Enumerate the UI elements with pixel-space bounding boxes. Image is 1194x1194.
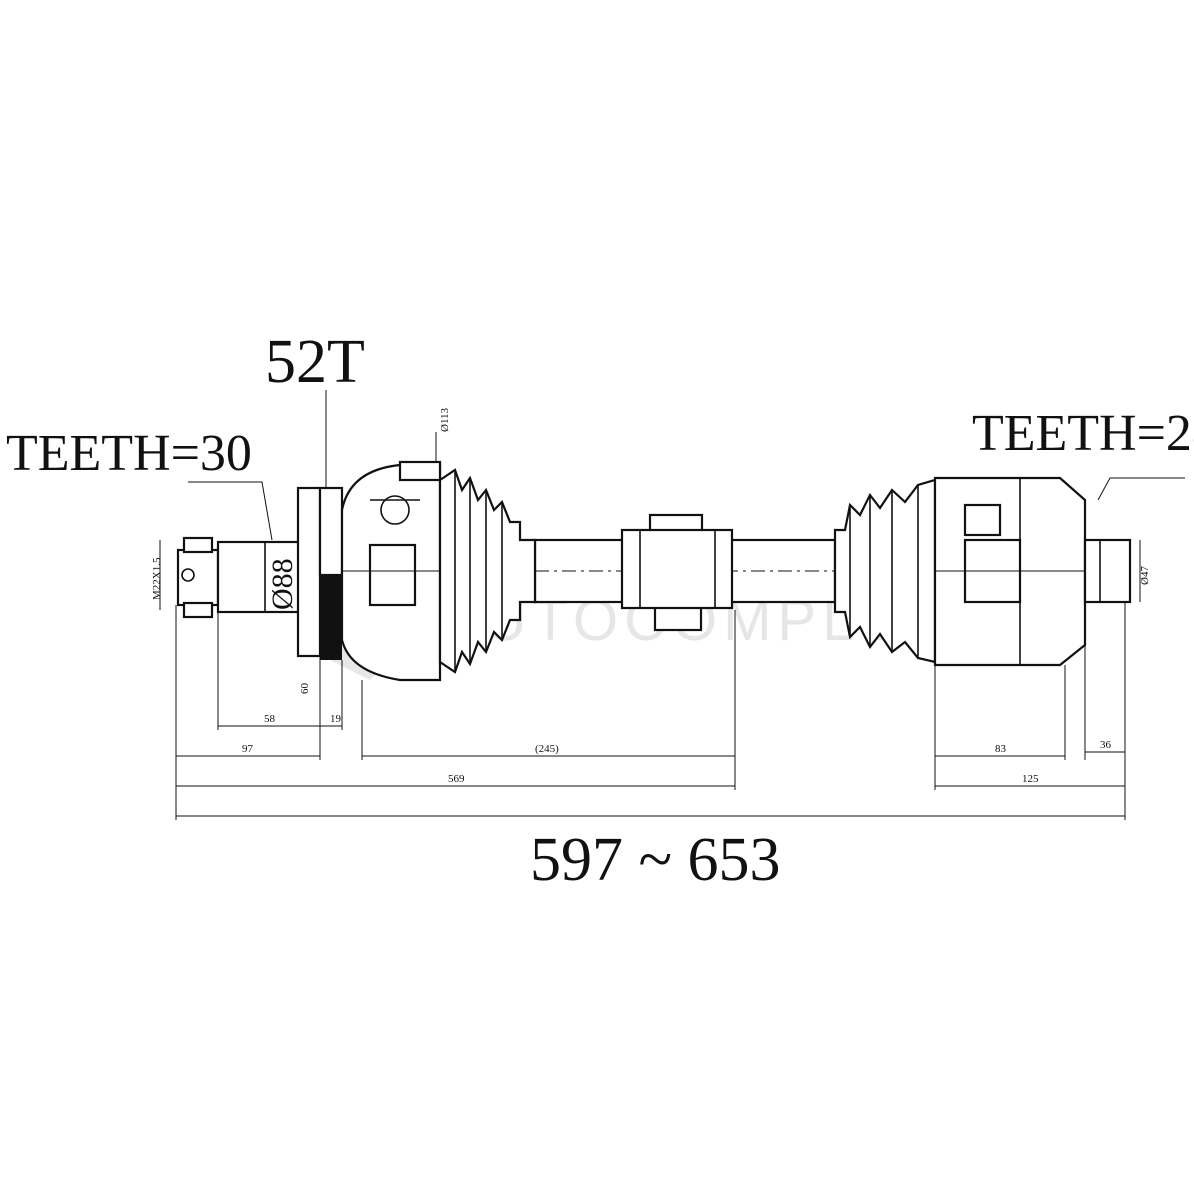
- leader-lines: [159, 390, 1185, 610]
- dim-97-text: 97: [242, 743, 254, 755]
- outer-boot: [438, 468, 537, 674]
- damper: [620, 513, 734, 632]
- abs-ring: [296, 486, 344, 660]
- spline-count-label: 52T: [265, 328, 365, 396]
- dim-58-text: 58: [264, 713, 276, 725]
- dimension-58: 58: [218, 713, 320, 727]
- dimension-97: 97: [176, 743, 320, 757]
- dimension-125: 125: [935, 773, 1125, 787]
- dimension-36: 36: [1085, 739, 1125, 753]
- dim-36-text: 36: [1100, 739, 1112, 751]
- thread-label: M22X1.5: [151, 557, 163, 600]
- dim-125-text: 125: [1022, 773, 1039, 785]
- extension-lines: [175, 602, 1126, 820]
- teeth-left-label: TEETH=30: [6, 425, 252, 482]
- dim-83-text: 83: [995, 743, 1007, 755]
- teeth-right-label: TEETH=28: [972, 405, 1194, 462]
- dim-245-text: (245): [535, 743, 559, 755]
- dimension-19: 19: [320, 713, 342, 727]
- dimension-60: 60: [299, 670, 321, 700]
- outer-cv-joint: [340, 460, 442, 682]
- dimension-245: (245): [362, 743, 735, 757]
- diameter-boot-label: Ø113: [439, 407, 451, 432]
- dim-19-text: 19: [330, 713, 342, 725]
- inner-cv-joint: [933, 476, 1132, 667]
- total-length-label: 597 ~ 653: [530, 826, 781, 894]
- inner-boot: [833, 478, 937, 664]
- dim-60-text: 60: [299, 683, 311, 695]
- dimension-569: 569: [176, 773, 735, 787]
- diameter-left-label: Ø88: [266, 558, 299, 610]
- diameter-right-label: Ø47: [1139, 566, 1151, 585]
- dim-569-text: 569: [448, 773, 465, 785]
- dimension-83: 83: [935, 743, 1065, 757]
